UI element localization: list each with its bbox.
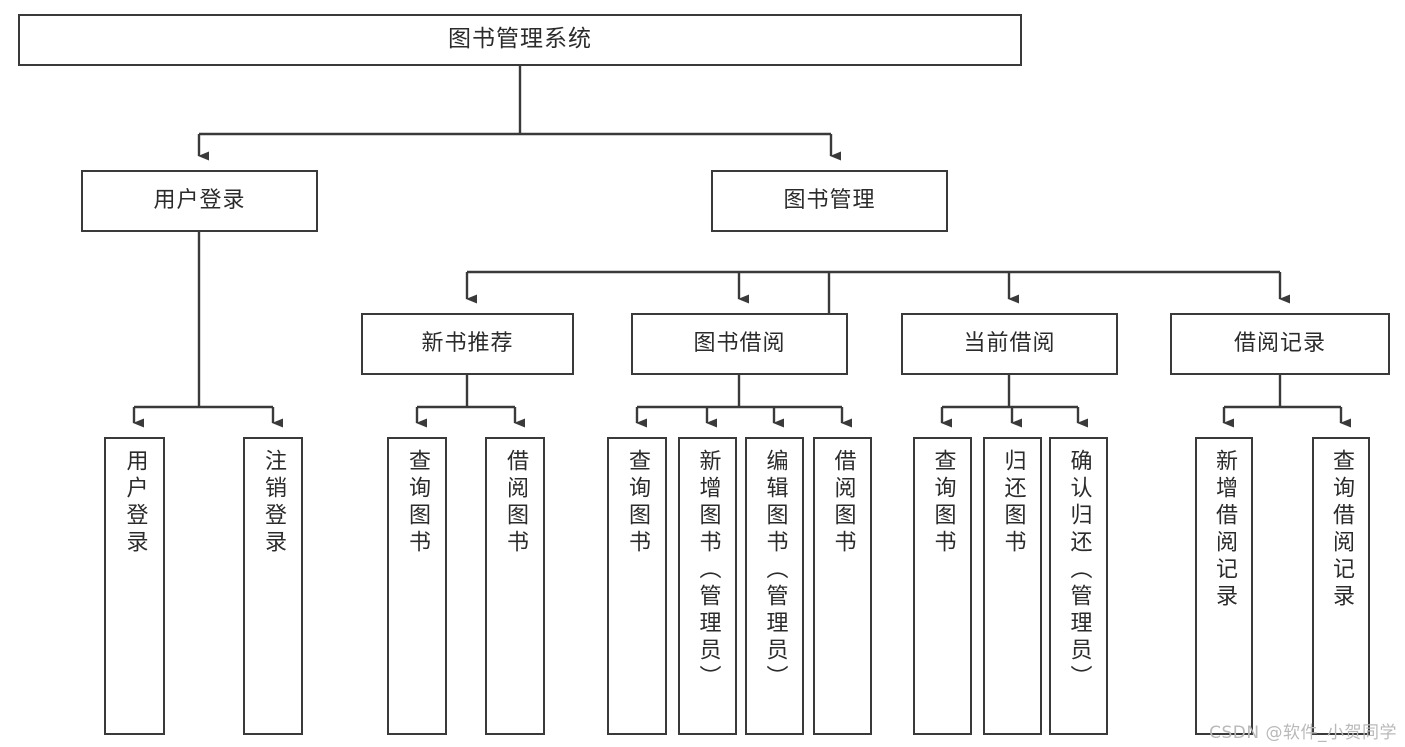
leaf-label-return-book: 归还图书 xyxy=(1000,449,1026,557)
leaf-query-borrow-record[interactable]: 查询借阅记录 xyxy=(1312,437,1370,735)
node-root-system[interactable]: 图书管理系统 xyxy=(18,14,1022,66)
leaf-borrow-book[interactable]: 借阅图书 xyxy=(813,437,872,735)
leaf-return-book[interactable]: 归还图书 xyxy=(983,437,1042,735)
leaf-label-query-book-rec: 查询图书 xyxy=(404,449,430,557)
watermark-text: CSDN @软件_小贺同学 xyxy=(1209,723,1397,743)
node-borrow-record[interactable]: 借阅记录 xyxy=(1170,313,1390,375)
leaf-label-confirm-return-admin: 确认归还（管理员） xyxy=(1066,449,1092,692)
node-book-management[interactable]: 图书管理 xyxy=(711,170,948,232)
leaf-logout[interactable]: 注销登录 xyxy=(243,437,303,735)
node-label-root: 图书管理系统 xyxy=(448,26,592,53)
leaf-edit-book-admin[interactable]: 编辑图书（管理员） xyxy=(745,437,804,735)
node-new-book-recommend[interactable]: 新书推荐 xyxy=(361,313,574,375)
leaf-user-login[interactable]: 用户登录 xyxy=(104,437,165,735)
node-book-borrow[interactable]: 图书借阅 xyxy=(631,313,848,375)
node-label-user-login: 用户登录 xyxy=(153,188,246,214)
leaf-query-book-rec[interactable]: 查询图书 xyxy=(387,437,447,735)
node-current-borrow[interactable]: 当前借阅 xyxy=(901,313,1118,375)
leaf-label-add-borrow-record: 新增借阅记录 xyxy=(1211,449,1237,611)
node-label-book-management: 图书管理 xyxy=(783,188,876,214)
leaf-query-book-borrow[interactable]: 查询图书 xyxy=(607,437,667,735)
node-label-book-borrow: 图书借阅 xyxy=(693,331,786,357)
leaf-label-edit-book-admin: 编辑图书（管理员） xyxy=(762,449,788,692)
leaf-query-book-current[interactable]: 查询图书 xyxy=(913,437,972,735)
node-user-login[interactable]: 用户登录 xyxy=(81,170,318,232)
leaf-label-query-borrow-record: 查询借阅记录 xyxy=(1328,449,1354,611)
leaf-confirm-return-admin[interactable]: 确认归还（管理员） xyxy=(1049,437,1108,735)
leaf-label-borrow-book: 借阅图书 xyxy=(830,449,856,557)
leaf-add-borrow-record[interactable]: 新增借阅记录 xyxy=(1195,437,1253,735)
leaf-label-add-book-admin: 新增图书（管理员） xyxy=(695,449,721,692)
leaf-label-user-login: 用户登录 xyxy=(122,449,148,557)
node-label-borrow-record: 借阅记录 xyxy=(1233,331,1326,357)
leaf-label-query-book-current: 查询图书 xyxy=(930,449,956,557)
node-label-new-book-recommend: 新书推荐 xyxy=(421,331,514,357)
leaf-label-query-book-borrow: 查询图书 xyxy=(624,449,650,557)
node-label-current-borrow: 当前借阅 xyxy=(963,331,1056,357)
leaf-borrow-book-rec[interactable]: 借阅图书 xyxy=(485,437,545,735)
leaf-label-logout: 注销登录 xyxy=(260,449,286,557)
leaf-add-book-admin[interactable]: 新增图书（管理员） xyxy=(678,437,737,735)
leaf-label-borrow-book-rec: 借阅图书 xyxy=(502,449,528,557)
